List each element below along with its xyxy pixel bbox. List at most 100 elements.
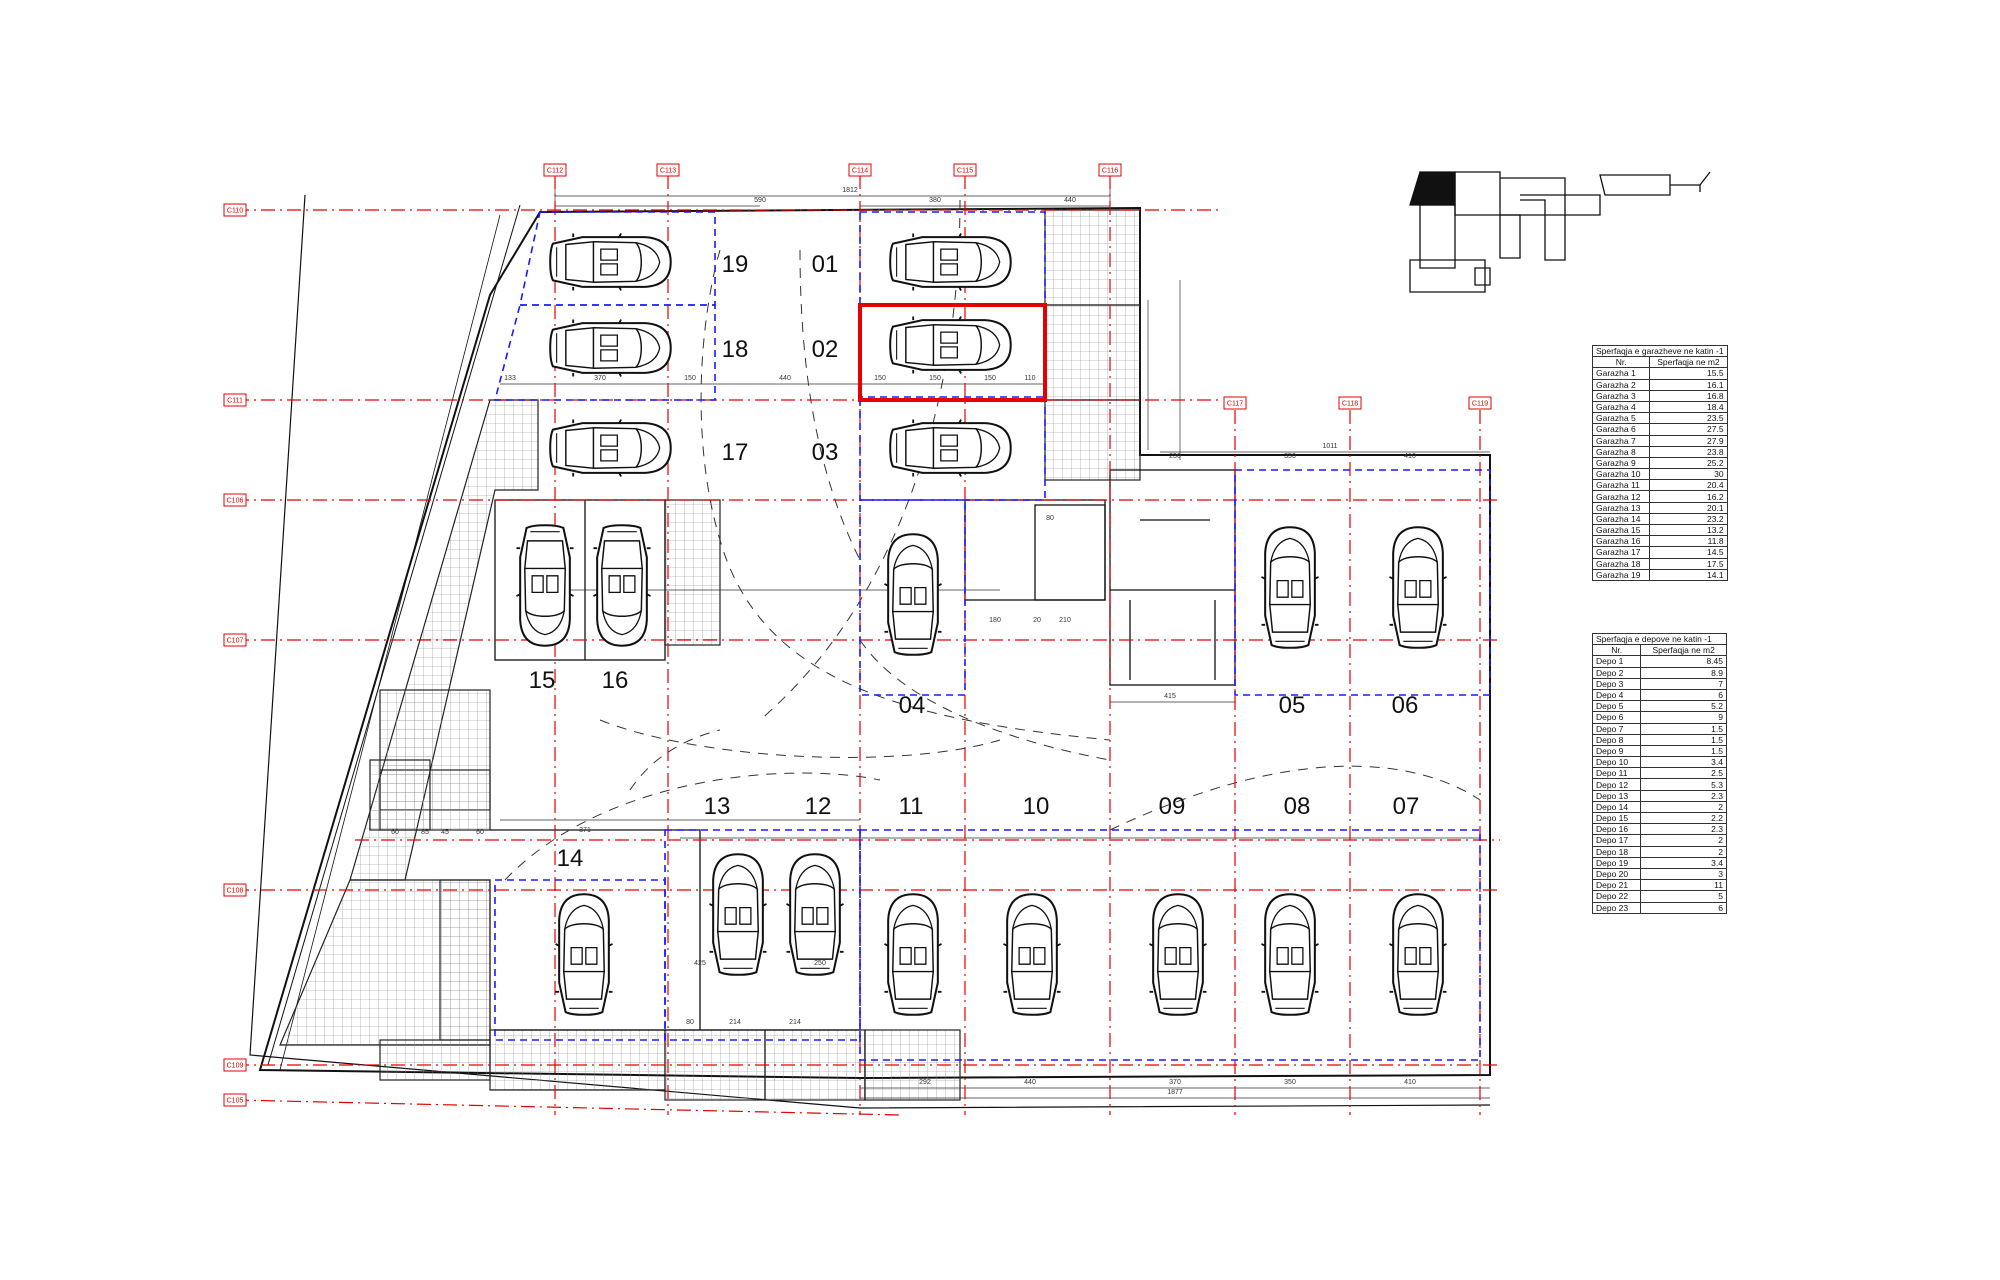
row-area: 2 — [1640, 834, 1727, 847]
dimension-label: 150 — [984, 375, 996, 382]
dimension-label: 440 — [1024, 1079, 1036, 1086]
row-area: 17.5 — [1649, 557, 1728, 570]
row-area: 5.3 — [1640, 778, 1727, 791]
car-01 — [889, 232, 1012, 292]
row-area: 1.5 — [1640, 744, 1727, 758]
svg-text:C108: C108 — [227, 888, 244, 895]
row-area: 16.1 — [1649, 378, 1728, 391]
row-label: Depo 15 — [1591, 811, 1642, 825]
parking-spot-label: 12 — [805, 793, 832, 820]
row-label: Garazha 7 — [1591, 434, 1651, 447]
car-10 — [1002, 893, 1062, 1016]
dimension-label: 292 — [919, 1079, 931, 1086]
row-area: 11.8 — [1649, 535, 1728, 548]
row-area: 5 — [1640, 890, 1727, 903]
svg-text:C107: C107 — [227, 638, 244, 645]
car-03 — [889, 418, 1012, 478]
row-label: Garazha 11 — [1591, 479, 1651, 492]
key-plan — [1409, 171, 1711, 293]
svg-text:C113: C113 — [660, 168, 676, 175]
row-area: 2.5 — [1640, 767, 1727, 780]
svg-text:C119: C119 — [1472, 401, 1488, 408]
dimension-label: 370 — [1169, 1079, 1181, 1086]
dimension-label: 133 — [504, 375, 516, 382]
row-area: 11 — [1640, 879, 1727, 892]
row-label: Garazha 5 — [1591, 412, 1651, 425]
dimension-label: 415 — [1164, 693, 1176, 700]
row-area: 18.4 — [1649, 400, 1728, 414]
dimension-label: 214 — [789, 1019, 801, 1026]
drive-aisle-lines — [504, 199, 1481, 881]
axis-tag: C114 — [848, 163, 872, 177]
row-label: Depo 10 — [1591, 756, 1642, 769]
parking-spot-label: 16 — [602, 667, 629, 694]
dimension-label: 370 — [594, 375, 606, 382]
row-label: Garazha 10 — [1591, 468, 1651, 481]
row-area: 27.9 — [1649, 434, 1728, 447]
row-area: 8.9 — [1640, 666, 1727, 679]
dimension-label: 60 — [476, 829, 484, 836]
row-area: 25.2 — [1649, 456, 1728, 470]
parking-spot-label: 03 — [812, 439, 839, 466]
axis-tag: C109 — [223, 1058, 247, 1072]
axis-tag: C115 — [953, 163, 977, 177]
row-area: 2.3 — [1640, 789, 1727, 802]
depo-area-table: Sperfaqja e depove ne katin -1 Nr. Sperf… — [1591, 632, 1727, 914]
svg-text:C109: C109 — [227, 1063, 244, 1070]
row-area: 3.4 — [1640, 856, 1727, 869]
row-label: Garazha 13 — [1591, 501, 1651, 514]
row-label: Depo 7 — [1591, 722, 1642, 735]
row-area: 2 — [1640, 800, 1727, 814]
row-label: Depo 9 — [1591, 744, 1642, 758]
car-19 — [549, 232, 672, 292]
row-label: Garazha 12 — [1591, 490, 1651, 503]
dimension-label: 85 — [421, 829, 429, 836]
dimension-label: 110 — [1024, 375, 1035, 382]
axis-tag: C105 — [223, 1093, 247, 1107]
axis-tag: C119 — [1468, 396, 1492, 410]
row-label: Garazha 3 — [1591, 389, 1651, 402]
row-label: Depo 12 — [1591, 778, 1642, 791]
row-area: 2 — [1640, 845, 1727, 858]
row-label: Depo 8 — [1591, 733, 1642, 746]
parking-spot-label: 06 — [1392, 692, 1419, 719]
row-area: 8.45 — [1640, 655, 1727, 668]
dimension-label: 350 — [1284, 1079, 1296, 1086]
row-label: Depo 3 — [1591, 677, 1642, 690]
row-area: 9 — [1640, 711, 1727, 724]
row-label: Depo 22 — [1591, 890, 1642, 903]
row-label: Depo 11 — [1591, 767, 1642, 780]
row-label: Depo 2 — [1591, 666, 1642, 679]
axis-tag: C108 — [223, 883, 247, 897]
depo-col-nr: Nr. — [1591, 644, 1642, 657]
dimension-label: 150 — [684, 375, 696, 382]
row-area: 2.3 — [1640, 823, 1727, 836]
row-label: Garazha 6 — [1591, 423, 1651, 436]
parking-spot-label: 14 — [557, 845, 584, 872]
depo-table-title: Sperfaqja e depove ne katin -1 — [1592, 632, 1727, 646]
parking-spot-label: 17 — [722, 439, 749, 466]
axis-tag: C107 — [223, 633, 247, 647]
